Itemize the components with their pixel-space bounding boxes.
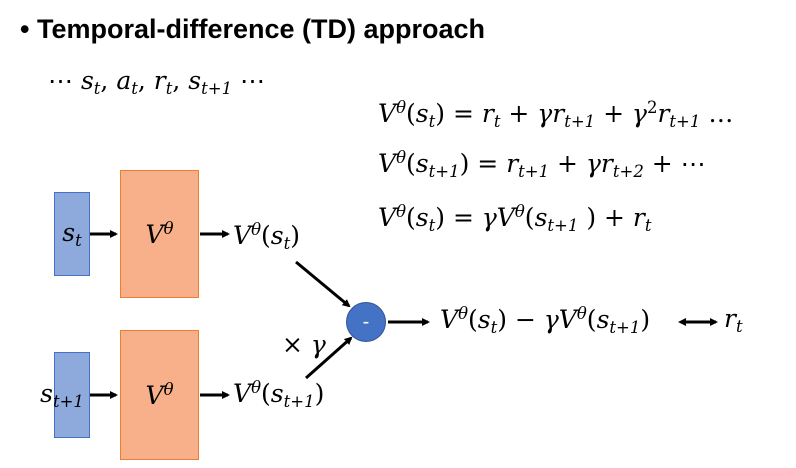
title-text: Temporal-difference (TD) approach: [36, 14, 486, 44]
equation-3: Vθ(st) = γVθ(st+1 ) + rt: [378, 202, 652, 235]
ellipsis-left: ⋯: [48, 66, 73, 95]
arrow-vst1-to-minus: [305, 336, 353, 380]
minus-label: -: [362, 310, 370, 333]
value-network-top: Vθ: [120, 170, 199, 298]
equation-2: Vθ(st+1) = rt+1 + γrt+2 + ⋯: [378, 148, 706, 181]
equation-1: Vθ(st) = rt + γrt+1 + γ2rt+1 …: [378, 98, 734, 131]
state-st-box: st: [54, 192, 90, 276]
output-v-st: Vθ(st): [233, 220, 301, 253]
arrow-vst-to-minus: [295, 260, 351, 308]
state-st1-box: st+1: [40, 352, 90, 438]
value-network-bottom: Vθ: [120, 330, 199, 460]
trajectory-sequence: ⋯ st, at, rt, st+1 ⋯: [48, 66, 266, 98]
gamma-multiplier-label: × γ: [282, 330, 326, 359]
slide-title: • Temporal-difference (TD) approach: [20, 14, 485, 45]
target-reward-rt: rt: [724, 304, 743, 336]
times-symbol: ×: [282, 330, 303, 359]
td-difference-expression: Vθ(st) − γVθ(st+1): [440, 304, 651, 337]
output-v-st1: Vθ(st+1): [233, 378, 325, 411]
bullet: •: [20, 14, 30, 44]
ellipsis-right: ⋯: [240, 66, 266, 95]
subtract-node: -: [346, 302, 386, 342]
